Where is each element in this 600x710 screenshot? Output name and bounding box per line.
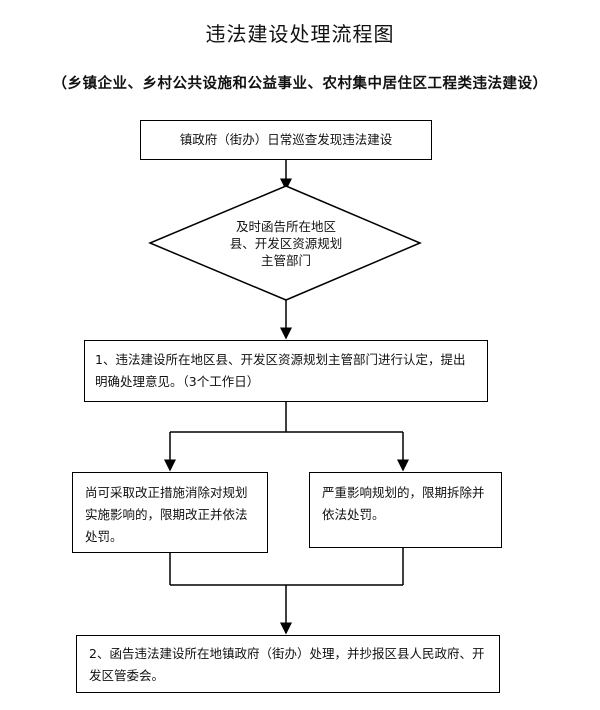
step1-box: 1、违法建设所在地区县、开发区资源规划主管部门进行认定，提出明确处理意见。（3个… [84,340,488,402]
notify-line-1: 及时函告所在地区 [235,219,336,234]
notify-text: 及时函告所在地区 县、开发区资源规划 主管部门 [196,218,376,269]
page-title: 违法建设处理流程图 [205,22,395,46]
left-branch-label: 尚可采取改正措施消除对规划实施影响的，限期改正并依法处罚。 [85,485,248,544]
step2-box: 2、函告违法建设所在地镇政府（街办）处理，并抄报区县人民政府、开发区管委会。 [76,635,500,693]
start-box: 镇政府（街办）日常巡查发现违法建设 [140,120,432,160]
step2-label: 2、函告违法建设所在地镇政府（街办）处理，并抄报区县人民政府、开发区管委会。 [89,646,485,683]
notify-line-3: 主管部门 [260,253,311,268]
step1-label: 1、违法建设所在地区县、开发区资源规划主管部门进行认定，提出明确处理意见。（3个… [95,352,466,389]
left-branch-box: 尚可采取改正措施消除对规划实施影响的，限期改正并依法处罚。 [72,472,268,553]
right-branch-box: 严重影响规划的，限期拆除并依法处罚。 [309,472,502,548]
page-subtitle: （乡镇企业、乡村公共设施和公益事业、农村集中居住区工程类违法建设） [52,76,548,92]
right-branch-label: 严重影响规划的，限期拆除并依法处罚。 [322,485,485,522]
start-label: 镇政府（街办）日常巡查发现违法建设 [179,132,393,147]
notify-line-2: 县、开发区资源规划 [229,236,343,251]
